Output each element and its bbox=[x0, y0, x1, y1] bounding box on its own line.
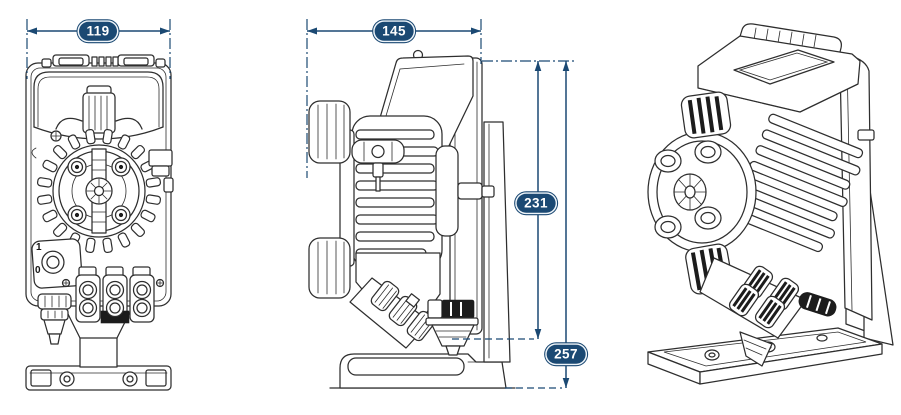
side-fin-body bbox=[351, 115, 443, 269]
front-base-plate bbox=[25, 365, 172, 391]
side-view-drawing bbox=[308, 49, 516, 389]
front-power-switch bbox=[31, 238, 83, 289]
dimension-label-overall-height: 257 bbox=[545, 343, 587, 365]
side-injection-valve bbox=[425, 299, 479, 356]
front-view-drawing bbox=[25, 54, 174, 391]
side-bottom-knob bbox=[308, 237, 351, 299]
front-cable-glands bbox=[61, 266, 165, 324]
perspective-top-knob bbox=[680, 91, 732, 139]
perspective-display bbox=[697, 35, 861, 113]
switch-off-label: 0 bbox=[35, 265, 41, 276]
perspective-fins bbox=[729, 113, 864, 253]
dimension-label-side-depth: 145 bbox=[373, 20, 415, 42]
front-pump-head bbox=[36, 128, 162, 254]
dimension-label-pump-height: 231 bbox=[515, 192, 557, 214]
perspective-valve bbox=[798, 292, 837, 317]
perspective-pump-head bbox=[647, 131, 757, 253]
perspective-view-drawing bbox=[647, 23, 894, 385]
overall-height-dimension bbox=[505, 61, 570, 389]
perspective-cable-glands bbox=[699, 257, 807, 367]
side-wall-bracket bbox=[483, 121, 511, 363]
dimension-label-front-width: 119 bbox=[77, 20, 119, 42]
front-injection-valve bbox=[37, 293, 72, 345]
side-top-knob bbox=[308, 100, 351, 164]
side-wing-knob bbox=[351, 139, 405, 192]
switch-on-label: 1 bbox=[36, 242, 42, 253]
front-top-handle bbox=[41, 54, 166, 68]
